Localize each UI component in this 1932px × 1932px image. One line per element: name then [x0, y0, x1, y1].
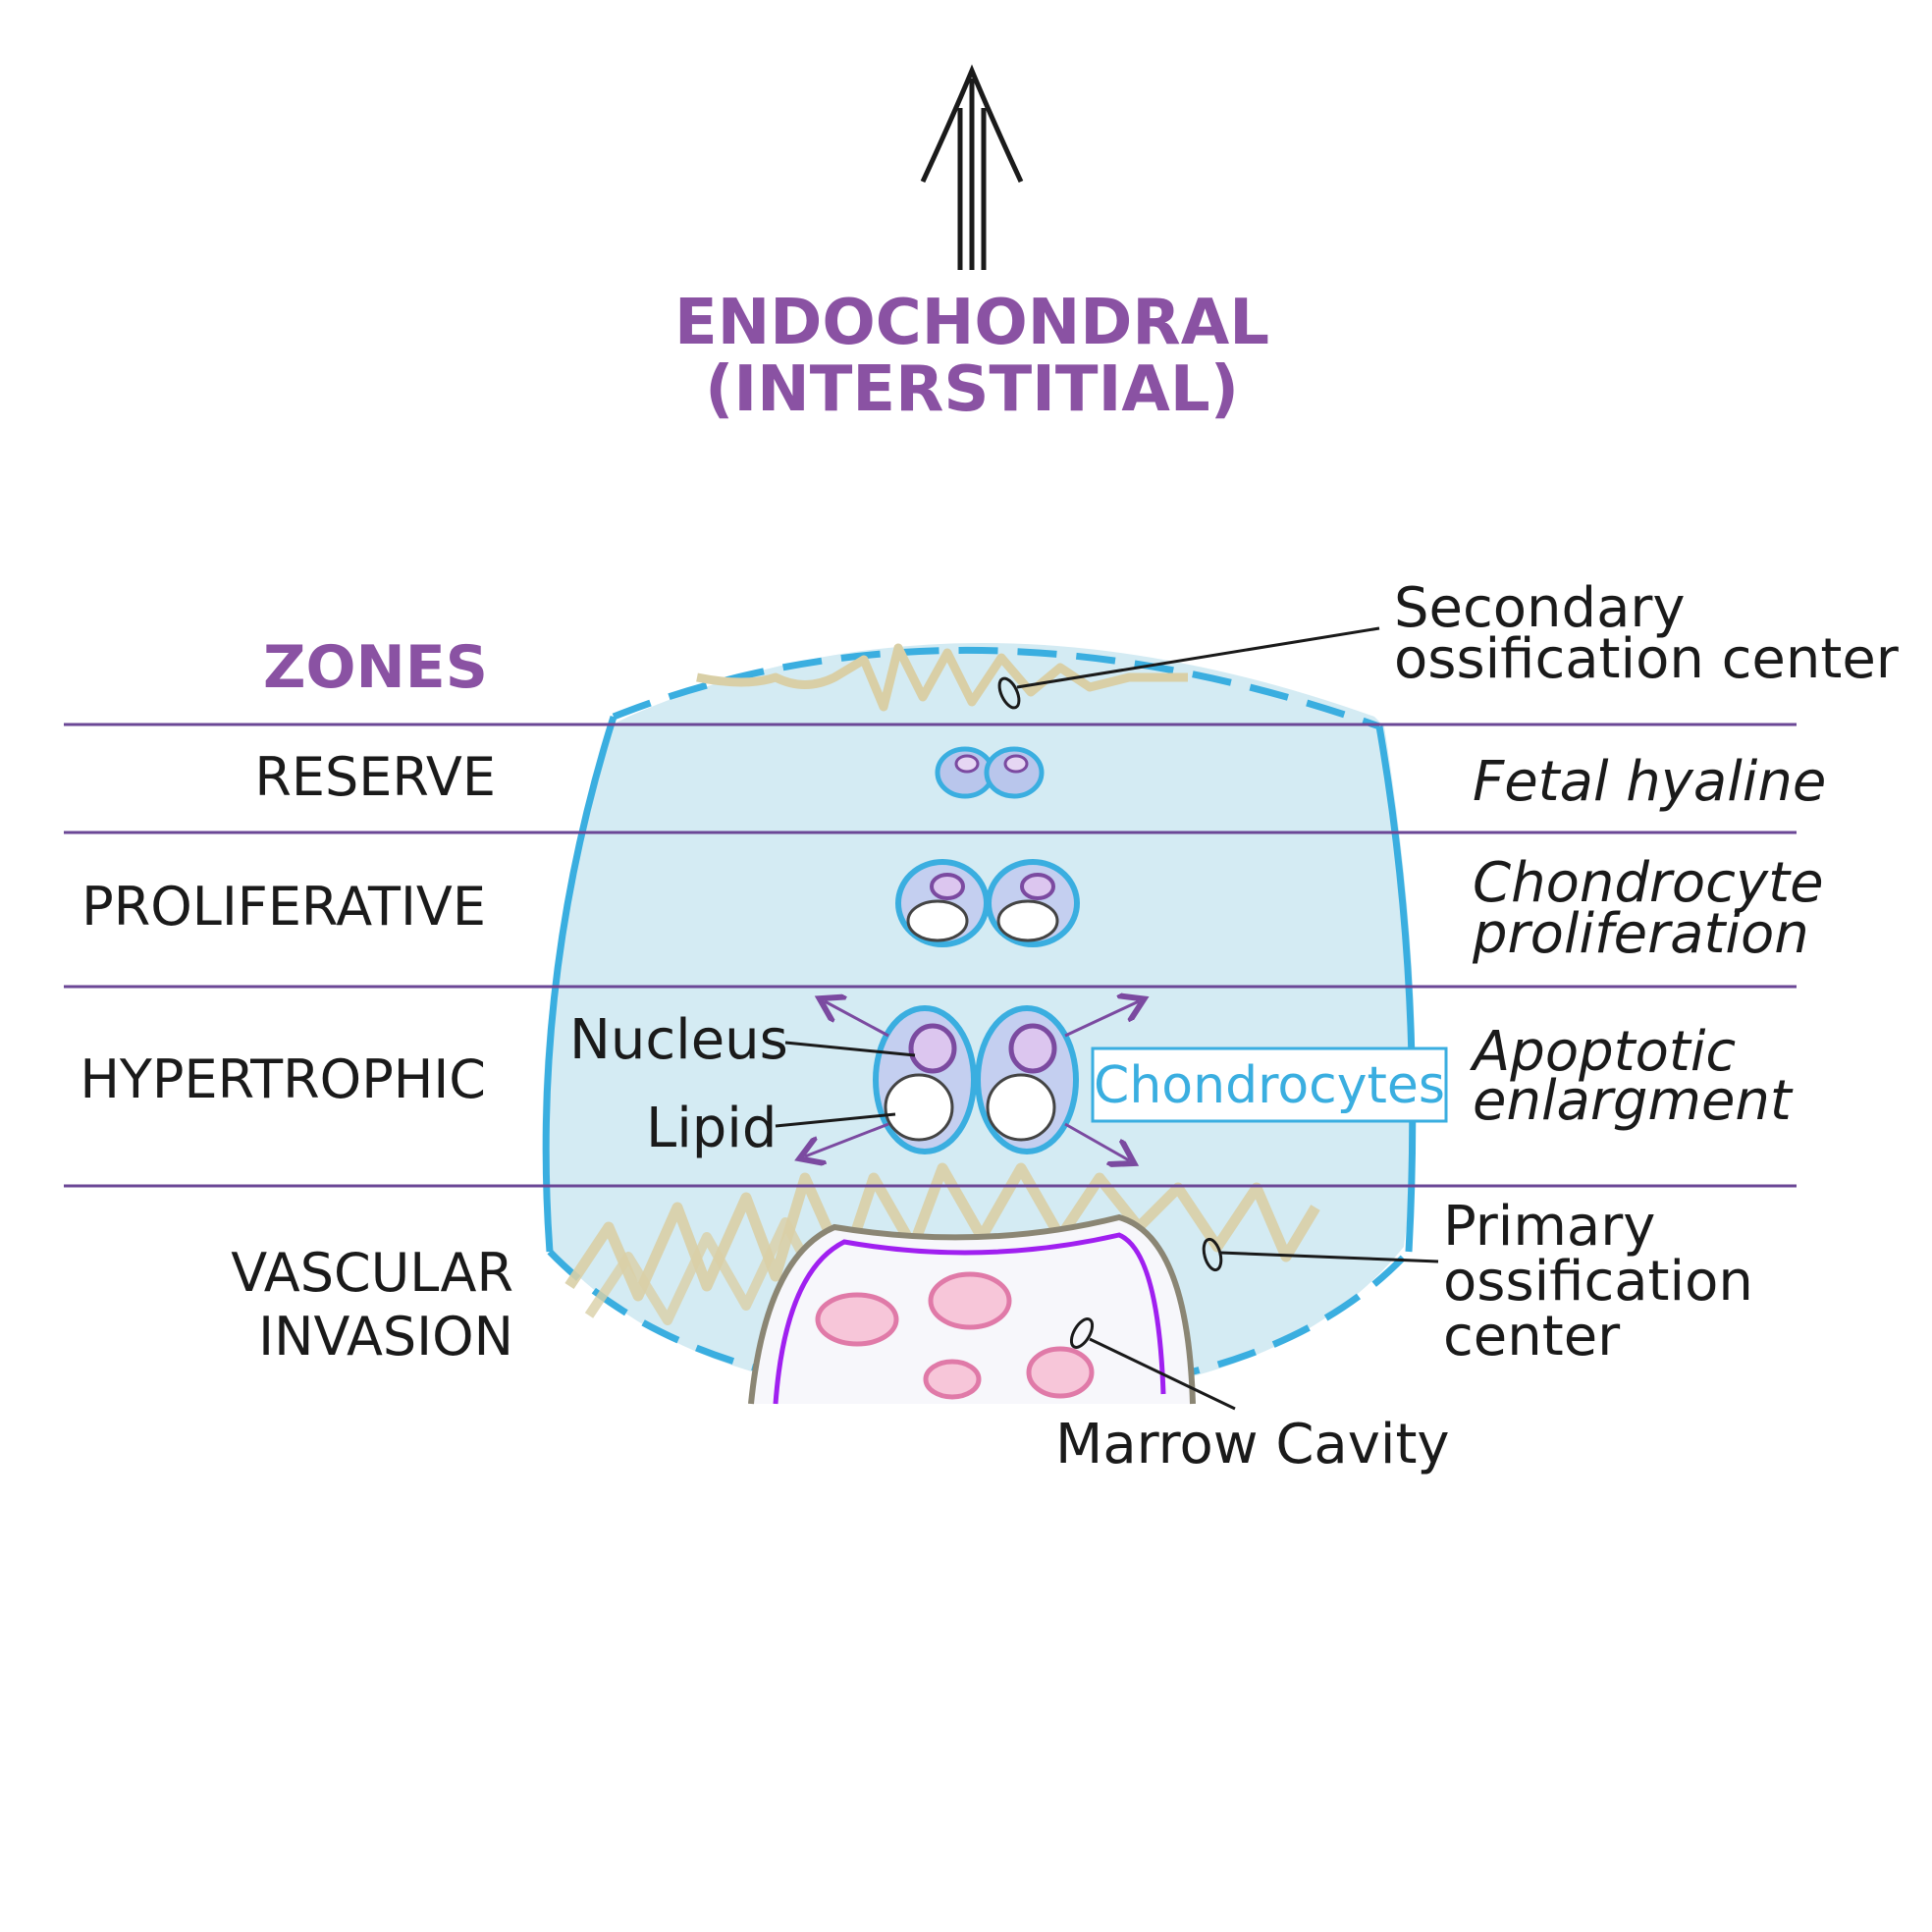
primary-ossification-scribble	[564, 1162, 1320, 1325]
zone-hypertrophic: HYPERTROPHIC	[80, 1048, 486, 1110]
marrow-cell	[1026, 1346, 1095, 1399]
zone-reserve: RESERVE	[254, 746, 496, 808]
zone-proliferative: PROLIFERATIVE	[81, 876, 486, 938]
marrow-cell	[923, 1359, 982, 1400]
lipid-label: Lipid	[646, 1097, 777, 1160]
zone-vascular-invasion-line-1: VASCULAR	[231, 1242, 513, 1304]
title-line-1: ENDOCHONDRAL	[674, 287, 1269, 359]
proliferative-chondrocytes	[895, 859, 1080, 947]
nucleus-callout: Nucleus	[569, 1008, 916, 1072]
marrow-cavity	[748, 1213, 1196, 1405]
chondrocytes-callout: Chondrocytes	[1091, 1046, 1448, 1123]
hypertrophic-description-line-2: enlargment	[1473, 1069, 1794, 1133]
proliferative-description-line-2: proliferation	[1472, 902, 1809, 966]
marrow-cell	[928, 1271, 1012, 1330]
secondary-ossification-scribble	[696, 643, 1188, 712]
hypertrophic-chondrocytes	[805, 1001, 1139, 1160]
proliferative-description-line-1: Chondrocyte	[1473, 851, 1824, 915]
hypertrophic-description-line-1: Apoptotic	[1470, 1020, 1736, 1084]
chondrocytes-label: Chondrocytes	[1094, 1056, 1445, 1115]
zones-heading: ZONES	[263, 633, 488, 702]
primary-ossification-label-line-2: ossification	[1443, 1250, 1753, 1314]
primary-ossification-label-line-1: Primary	[1443, 1195, 1655, 1259]
zone-lines	[64, 723, 1797, 1188]
primary-ossification-callout: Primary ossification center	[1202, 1195, 1753, 1368]
lipid-callout: Lipid	[646, 1097, 896, 1160]
title-line-2: (INTERSTITIAL)	[705, 353, 1239, 426]
reserve-chondrocytes	[935, 746, 1045, 799]
marrow-cavity-label: Marrow Cavity	[1055, 1413, 1450, 1476]
secondary-ossification-callout: Secondary ossification center	[997, 576, 1900, 710]
marrow-cell	[815, 1292, 899, 1347]
primary-ossification-label-line-3: center	[1443, 1305, 1621, 1368]
reserve-description: Fetal hyaline	[1473, 750, 1826, 814]
secondary-ossification-label-line-2: ossification center	[1394, 627, 1900, 691]
growth-arrow-icon	[920, 64, 1024, 270]
zone-vascular-invasion-line-2: INVASION	[258, 1306, 513, 1368]
secondary-ossification-label-line-1: Secondary	[1394, 576, 1686, 640]
marrow-cavity-callout: Marrow Cavity	[1055, 1317, 1450, 1476]
nucleus-label: Nucleus	[569, 1008, 788, 1072]
